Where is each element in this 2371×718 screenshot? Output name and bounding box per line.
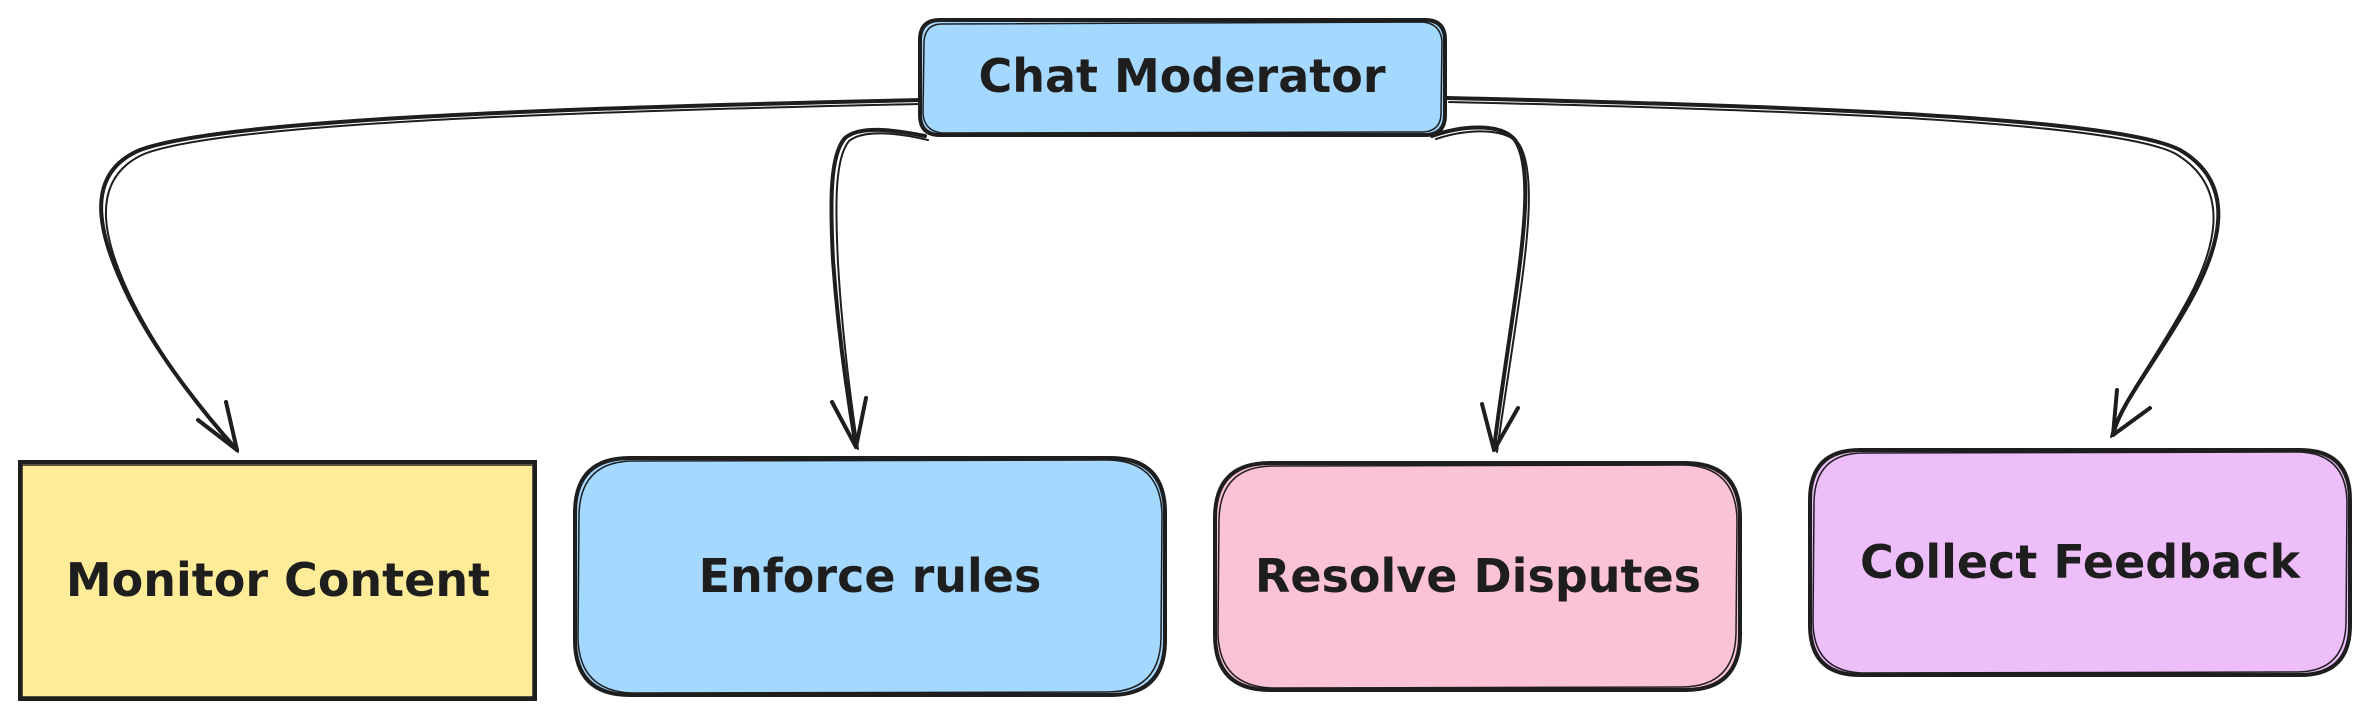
child-node-collect-feedback-outline [1812,451,2348,674]
edge-root-to-resolve-disputes [1430,125,1530,453]
child-node-monitor-content-outline [21,464,534,698]
root-node-label: Chat Moderator [978,49,1385,103]
arrowhead-monitor-content [196,400,239,452]
arrowhead-collect-feedback [2111,388,2152,437]
child-node-enforce-rules[interactable]: Enforce rules [573,456,1167,697]
child-node-collect-feedback-box [1808,448,2352,677]
child-node-enforce-rules-label: Enforce rules [699,549,1042,603]
root-node-outline [922,21,1443,134]
child-node-collect-feedback[interactable]: Collect Feedback [1808,448,2352,677]
arrowhead-enforce-rules [830,396,868,449]
child-node-resolve-disputes-box [1213,461,1742,692]
child-node-monitor-content-box [18,460,537,701]
child-node-monitor-content-label: Monitor Content [66,553,490,607]
root-node[interactable]: Chat Moderator [918,18,1447,137]
child-node-monitor-content[interactable]: Monitor Content [18,460,537,701]
child-node-resolve-disputes[interactable]: Resolve Disputes [1213,461,1742,692]
edge-root-to-monitor-content [99,98,924,453]
arrowhead-resolve-disputes [1480,402,1520,452]
edge-root-to-enforce-rules [829,127,929,450]
edge-root-to-collect-feedback [1445,96,2221,438]
edges [99,96,2221,453]
child-node-resolve-disputes-label: Resolve Disputes [1255,549,1701,603]
child-node-collect-feedback-label: Collect Feedback [1860,535,2301,589]
child-node-enforce-rules-outline [577,459,1163,694]
root-node-box [918,18,1447,137]
child-node-resolve-disputes-outline [1217,464,1738,689]
child-node-enforce-rules-box [573,456,1167,697]
